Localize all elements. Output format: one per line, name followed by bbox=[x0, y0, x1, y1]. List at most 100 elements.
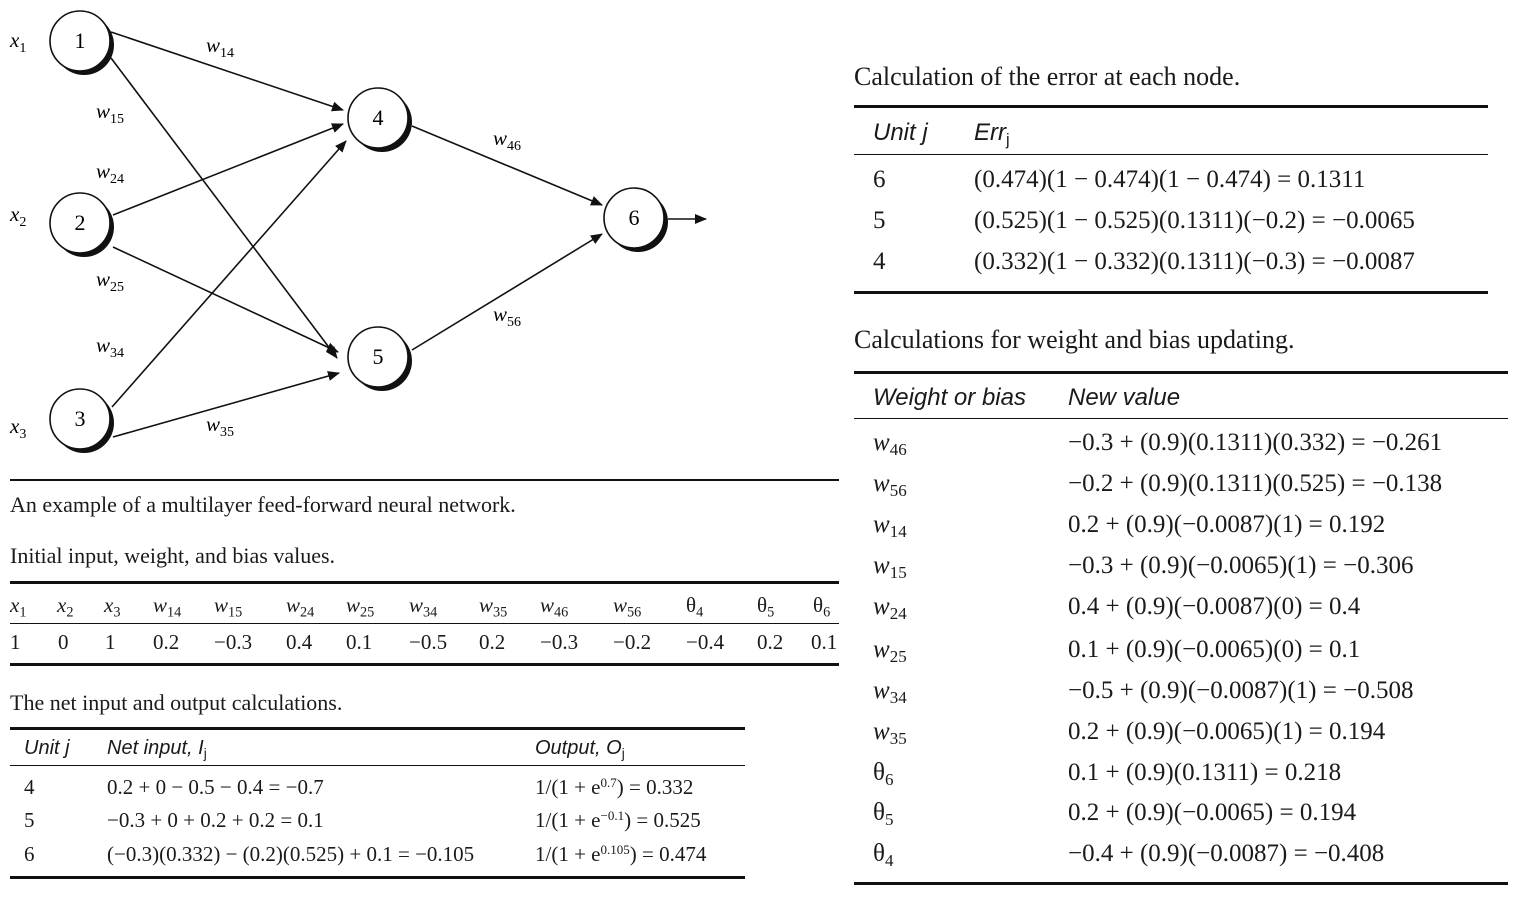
update-expr-theta5: 0.2 + (0.9)(−0.0065) = 0.194 bbox=[1068, 799, 1357, 826]
node-3 bbox=[49, 388, 111, 450]
update-sym-w24: w24 bbox=[873, 593, 907, 624]
update-sym-w34: w34 bbox=[873, 677, 907, 708]
update-sym-theta6: θ6 bbox=[873, 759, 894, 790]
value-x3: 1 bbox=[105, 630, 116, 654]
edge-3-4 bbox=[111, 140, 347, 408]
header-w34: w34 bbox=[409, 593, 438, 621]
table-bottom-rule bbox=[10, 663, 839, 666]
update-expr-w14: 0.2 + (0.9)(−0.0087)(1) = 0.192 bbox=[1068, 511, 1386, 538]
node-6-label: 6 bbox=[629, 205, 640, 230]
table-header-rule bbox=[10, 623, 839, 624]
net-io-head-out: Output, Oj bbox=[535, 737, 625, 762]
value-w14: 0.2 bbox=[153, 630, 180, 654]
update-sym-w35: w35 bbox=[873, 718, 907, 749]
edge-2-4 bbox=[112, 123, 344, 216]
net-io-bottom-rule bbox=[10, 876, 745, 879]
update-head-value: New value bbox=[1068, 384, 1181, 411]
update-expr-w15: −0.3 + (0.9)(−0.0065)(1) = −0.306 bbox=[1068, 552, 1414, 579]
update-sym-w14: w14 bbox=[873, 511, 907, 542]
net-io-caption: The net input and output calculations. bbox=[10, 690, 343, 715]
table-top-rule bbox=[10, 581, 839, 584]
value-x2: 0 bbox=[58, 630, 69, 654]
error-unit-6: 6 bbox=[873, 166, 886, 193]
update-expr-w24: 0.4 + (0.9)(−0.0087)(0) = 0.4 bbox=[1068, 593, 1361, 620]
input-label-x3: x3 bbox=[9, 414, 26, 442]
header-w56: w56 bbox=[613, 593, 642, 621]
update-sym-theta5: θ5 bbox=[873, 799, 894, 830]
figure-caption: An example of a multilayer feed-forward … bbox=[10, 492, 516, 517]
value-w34: −0.5 bbox=[409, 630, 448, 654]
node-2-label: 2 bbox=[75, 210, 86, 235]
edge-1-4 bbox=[110, 31, 344, 112]
node-5-label: 5 bbox=[373, 344, 384, 369]
value-w24: 0.4 bbox=[286, 630, 313, 654]
update-sym-w46: w46 bbox=[873, 429, 907, 460]
header-x2: x2 bbox=[57, 593, 74, 621]
net-io-net-5: −0.3 + 0 + 0.2 + 0.2 = 0.1 bbox=[107, 808, 324, 832]
update-expr-w34: −0.5 + (0.9)(−0.0087)(1) = −0.508 bbox=[1068, 677, 1414, 704]
nodes bbox=[49, 10, 665, 450]
update-expr-w56: −0.2 + (0.9)(0.1311)(0.525) = −0.138 bbox=[1068, 470, 1443, 497]
network-edges bbox=[110, 31, 707, 438]
header-w15: w15 bbox=[214, 593, 243, 621]
net-io-head-net: Net input, Ij bbox=[107, 737, 207, 762]
update-bottom-rule bbox=[854, 882, 1508, 885]
edge-3-5 bbox=[112, 371, 340, 438]
header-x3: x3 bbox=[104, 593, 121, 621]
net-io-net-6: (−0.3)(0.332) − (0.2)(0.525) + 0.1 = −0.… bbox=[107, 842, 475, 866]
node-4 bbox=[347, 87, 409, 149]
update-expr-theta4: −0.4 + (0.9)(−0.0087) = −0.408 bbox=[1068, 840, 1385, 867]
edge-5-6 bbox=[411, 233, 603, 351]
error-caption: Calculation of the error at each node. bbox=[854, 62, 1241, 91]
update-expr-w46: −0.3 + (0.9)(0.1311)(0.332) = −0.261 bbox=[1068, 429, 1443, 456]
initial-values-caption: Initial input, weight, and bias values. bbox=[10, 543, 336, 568]
edge-1-5 bbox=[110, 57, 338, 359]
net-io-head-unit: Unit j bbox=[24, 737, 70, 759]
weight-label-w35: w35 bbox=[206, 412, 234, 440]
update-head-weight: Weight or bias bbox=[873, 384, 1026, 411]
node-2 bbox=[49, 192, 111, 254]
weight-label-w56: w56 bbox=[493, 302, 521, 330]
header-w24: w24 bbox=[286, 593, 315, 621]
header-w46: w46 bbox=[540, 593, 569, 621]
header-w25: w25 bbox=[346, 593, 375, 621]
error-head-unit: Unit j bbox=[873, 119, 928, 146]
update-header-rule bbox=[854, 418, 1508, 419]
node-1-label: 1 bbox=[75, 28, 86, 53]
value-w56: −0.2 bbox=[613, 630, 652, 654]
error-header-rule bbox=[854, 154, 1488, 155]
net-io-unit-4: 4 bbox=[24, 775, 35, 799]
weight-label-w14: w14 bbox=[206, 33, 234, 61]
update-expr-w25: 0.1 + (0.9)(−0.0065)(0) = 0.1 bbox=[1068, 636, 1361, 663]
value-w46: −0.3 bbox=[540, 630, 579, 654]
input-label-x2: x2 bbox=[9, 202, 26, 230]
value-theta4: −0.4 bbox=[686, 630, 725, 654]
weight-label-w46: w46 bbox=[493, 126, 521, 154]
neural-network-diagram: 1 2 3 4 5 6 x1 x2 x3 w14 w15 w24 w25 w34… bbox=[9, 10, 707, 453]
net-io-top-rule bbox=[10, 727, 745, 730]
update-sym-w25: w25 bbox=[873, 636, 907, 667]
input-label-x1: x1 bbox=[9, 28, 26, 56]
header-theta5: θ5 bbox=[757, 593, 775, 621]
update-expr-theta6: 0.1 + (0.9)(0.1311) = 0.218 bbox=[1068, 759, 1342, 786]
node-4-label: 4 bbox=[373, 105, 384, 130]
node-shadows bbox=[54, 15, 668, 453]
edge-4-6 bbox=[411, 125, 603, 206]
value-w25: 0.1 bbox=[346, 630, 373, 654]
header-w35: w35 bbox=[479, 593, 508, 621]
value-w15: −0.3 bbox=[214, 630, 253, 654]
error-bottom-rule bbox=[854, 291, 1488, 294]
weight-label-w25: w25 bbox=[96, 267, 124, 295]
node-6 bbox=[603, 187, 665, 249]
weight-label-w24: w24 bbox=[96, 159, 124, 187]
error-expr-6: (0.474)(1 − 0.474)(1 − 0.474) = 0.1311 bbox=[974, 166, 1366, 193]
error-unit-5: 5 bbox=[873, 207, 886, 234]
update-sym-theta4: θ4 bbox=[873, 840, 894, 871]
value-w35: 0.2 bbox=[479, 630, 506, 654]
error-expr-5: (0.525)(1 − 0.525)(0.1311)(−0.2) = −0.00… bbox=[974, 207, 1415, 234]
net-io-net-4: 0.2 + 0 − 0.5 − 0.4 = −0.7 bbox=[107, 775, 324, 799]
error-head-err: Errj bbox=[974, 119, 1010, 149]
update-sym-w15: w15 bbox=[873, 552, 907, 583]
net-io-unit-5: 5 bbox=[24, 808, 35, 832]
node-labels: 1 2 3 4 5 6 bbox=[75, 28, 640, 431]
